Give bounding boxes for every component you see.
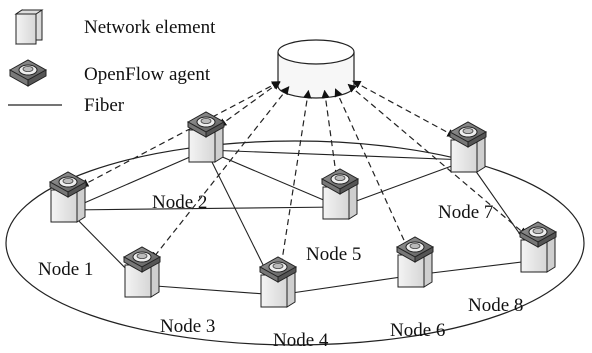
node-6[interactable] [395,236,435,288]
openflow-agent-icon [8,59,48,87]
fiber-link-node4-node6 [277,274,416,296]
node-label-2: Node 2 [152,192,207,213]
control-link-node4 [277,89,312,270]
control-link-node6 [334,88,409,251]
node-label-8: Node 8 [468,295,523,316]
node-2[interactable] [186,111,226,163]
control-link-node3 [150,86,290,261]
node-label-1: Node 1 [38,259,93,280]
node-4[interactable] [258,256,298,308]
node-3[interactable] [122,246,162,298]
fiber-link-node6-node8 [414,259,539,276]
node-5[interactable] [320,168,360,220]
controller-cylinder [277,39,355,99]
fiber-link-node2-node5 [205,149,341,208]
legend-network-element-label: Network element [84,17,216,38]
node-label-5: Node 5 [306,244,361,265]
nodes: Node 1 Node 2 Node 3 Node 4 Node 5 Node 6 Node… [38,111,558,351]
control-link-node5 [321,89,341,182]
control-links [79,80,528,270]
legend-openflow-agent-label: OpenFlow agent [84,64,211,85]
node-label-4: Node 4 [273,330,329,351]
node-8[interactable] [518,221,558,273]
node-label-3: Node 3 [160,316,215,337]
node-7[interactable] [448,121,488,173]
control-link-node2 [217,81,281,127]
fiber-link-node2-node7 [205,149,469,161]
network-element-icon [14,9,44,45]
fiber-link-node5-node7 [339,159,469,208]
node-label-7: Node 7 [438,202,493,223]
node-label-6: Node 6 [390,320,445,341]
node-1[interactable] [48,171,88,223]
control-link-node7 [352,80,456,137]
legend-fiber-label: Fiber [84,95,125,116]
legend: Network element OpenFlow agent Fiber [8,9,216,116]
fiber-link-node3-node4 [141,284,279,296]
control-link-node8 [347,83,528,237]
